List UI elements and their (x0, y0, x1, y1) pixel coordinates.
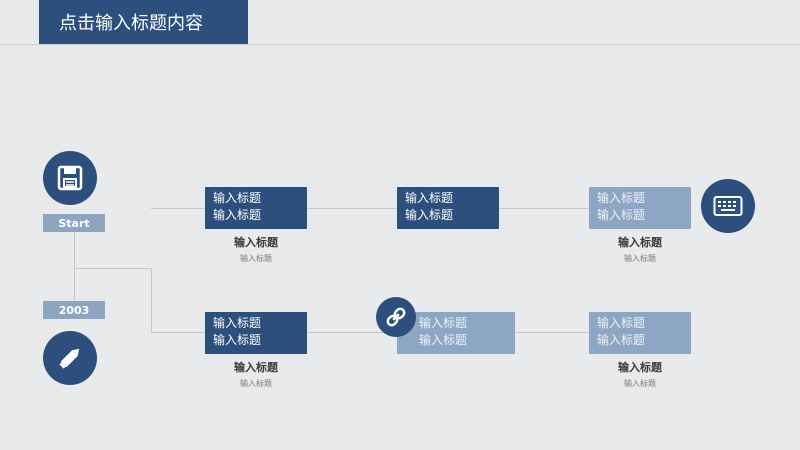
pen-icon (43, 331, 97, 385)
caption-2-1: 输入标题 输入标题 (234, 361, 278, 388)
node-2-1: 输入标题 输入标题 (205, 312, 307, 354)
caption-2-3: 输入标题 输入标题 (618, 361, 662, 388)
connector-row2 (151, 332, 591, 333)
node-1-2: 输入标题 输入标题 (397, 187, 499, 229)
keyboard-icon (701, 179, 755, 233)
link-icon (376, 297, 416, 337)
connector-branch (74, 268, 152, 269)
caption-1-1: 输入标题 输入标题 (234, 236, 278, 263)
node-2-2: 输入标题 输入标题 (397, 312, 515, 354)
node-1-1: 输入标题 输入标题 (205, 187, 307, 229)
connector-branch-vertical (151, 268, 152, 332)
connector-vertical (74, 232, 75, 302)
year-tag: 2003 (43, 301, 105, 319)
start-tag: Start (43, 214, 105, 232)
node-2-3: 输入标题 输入标题 (589, 312, 691, 354)
node-1-3: 输入标题 输入标题 (589, 187, 691, 229)
title-divider (0, 44, 800, 45)
caption-1-3: 输入标题 输入标题 (618, 236, 662, 263)
page-title: 点击输入标题内容 (39, 0, 248, 44)
save-icon (43, 151, 97, 205)
connector-row1 (151, 208, 591, 209)
